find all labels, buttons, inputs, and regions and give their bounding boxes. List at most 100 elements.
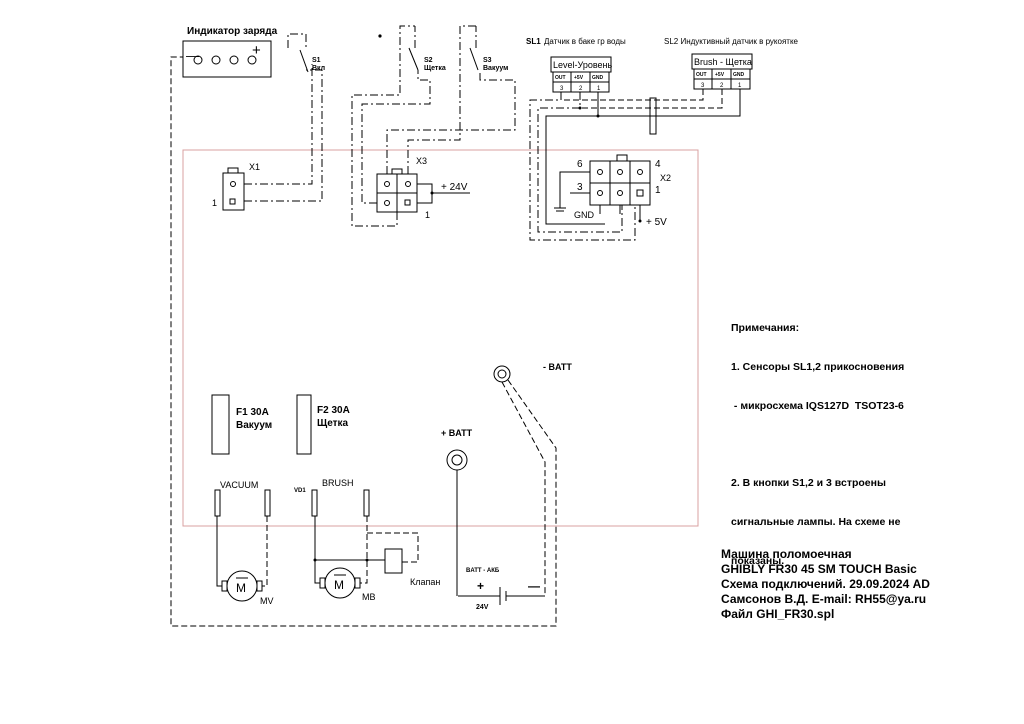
switch-contact-icon [299, 49, 309, 73]
valve-label: Клапан [410, 577, 440, 587]
pin-label: GND [592, 75, 604, 81]
wire [361, 70, 431, 204]
sensor-sl2-desc: SL2 Индуктивный датчик в рукоятке [664, 37, 799, 46]
gnd-label: GND [574, 210, 595, 220]
wire [314, 516, 320, 584]
fuse-f2-id: F2 30A [317, 405, 350, 416]
pin-label: OUT [555, 75, 566, 81]
connector-x1: X1 1 [212, 162, 260, 211]
motor-brush-symbol: M [334, 578, 344, 592]
connector-x2-pin4: 4 [655, 159, 661, 170]
connector-x2: 6 4 3 1 X2 GND + 5V [574, 154, 671, 228]
motor-brush-label: MB [362, 592, 376, 602]
battery-akb: BATT - АКБ + — 24V [458, 568, 545, 611]
pin-number: 3 [701, 83, 705, 89]
battery-akb-label: BATT - АКБ [466, 568, 500, 574]
plus5-label: + 5V [646, 217, 667, 228]
brush-sensor-title: Brush - Щетка [694, 57, 752, 67]
sensor-sl1-desc: Датчик в баке гр воды [544, 37, 626, 46]
notes-title: Примечания: [731, 322, 800, 334]
switch-contact-icon [469, 47, 479, 71]
note-line: сигнальные лампы. На схеме не [731, 516, 901, 528]
level-sensor-title: Level-Уровень [553, 60, 612, 70]
terminal-icon [363, 489, 370, 517]
led-icon [247, 55, 257, 65]
sensor-sl1-id: SL1 [526, 37, 541, 46]
charge-indicator-body [182, 40, 272, 78]
switch-s3-id: S3 [483, 57, 492, 64]
switch-s2-name: Щетка [424, 65, 446, 72]
pin-number: 1 [597, 86, 601, 92]
ground-icon [554, 171, 590, 212]
dot-mark [378, 34, 382, 38]
pin-number: 1 [738, 83, 742, 89]
sensor-harness-wires [529, 89, 741, 241]
title-line: Машина поломоечная [721, 547, 852, 561]
ferrite-ring-icon [649, 97, 657, 135]
led-icon [229, 55, 239, 65]
switch-s2: S2 Щетка [408, 26, 446, 72]
terminal-icon [264, 489, 271, 517]
wire [244, 69, 323, 202]
wire [170, 56, 557, 627]
valve-coil-icon [384, 548, 403, 574]
title-line: GHIBLY FR30 45 SM TOUCH Basic [721, 562, 917, 576]
connector-x2-pin1: 1 [655, 185, 661, 196]
title-line: Схема подключений. 29.09.2024 AD [721, 577, 930, 591]
connector-x3-label: X3 [416, 156, 427, 166]
brush-label: BRUSH [322, 478, 354, 488]
connector-x3: X3 1 + 24V [376, 156, 468, 220]
switch-s1-id: S1 [312, 57, 321, 64]
fuse-f1: F1 30A Вакуум [211, 394, 272, 455]
terminal-icon [311, 489, 318, 517]
wire [367, 532, 419, 563]
led-icon [211, 55, 221, 65]
battery-plus-label: + BATT [441, 428, 473, 438]
wire [262, 516, 268, 587]
battery-plus-terminal: + BATT [441, 428, 473, 471]
switch-s3-name: Вакуум [483, 65, 508, 72]
vd1-label: VD1 [294, 488, 306, 494]
terminal-icon [214, 489, 221, 517]
connector-x1-label: X1 [249, 162, 260, 172]
fuse-f1-name: Вакуум [236, 420, 272, 431]
motor-vacuum-symbol: M [236, 581, 246, 595]
battery-minus-terminal: - BATT [493, 362, 572, 383]
connector-x2-pin6: 6 [577, 159, 583, 170]
connector-x3-power: + 24V [441, 182, 468, 193]
valve: Клапан [384, 548, 440, 587]
title-block: Машина поломоечная GHIBLY FR30 45 SM TOU… [721, 547, 930, 622]
connector-x3-pin: 1 [425, 210, 430, 220]
charge-indicator: Индикатор заряда — + [182, 26, 278, 78]
title-line: Файл GHI_FR30.spl [721, 607, 835, 621]
battery-minus-label: - BATT [543, 362, 572, 372]
wire [417, 183, 433, 204]
pin-label: GND [733, 72, 745, 78]
pin-label: OUT [696, 72, 707, 78]
level-sensor: Level-Уровень OUT +5V GND 3 2 1 [550, 56, 612, 93]
switch-s2-id: S2 [424, 57, 433, 64]
fuse-f2: F2 30A Щетка [296, 394, 350, 455]
wire [407, 25, 476, 174]
wire [351, 25, 415, 227]
motor-vacuum: M MV [221, 570, 274, 606]
pin-number: 3 [560, 86, 564, 92]
brush-sensor: Brush - Щетка OUT +5V GND 3 2 1 [691, 53, 753, 90]
switch-s1: S1 Вкл [287, 33, 325, 73]
note-line: 2. В кнопки S1,2 и 3 встроены [731, 477, 886, 489]
wire [244, 64, 313, 185]
wire [216, 516, 222, 587]
connector-x2-label: X2 [660, 173, 671, 183]
pin-label: +5V [715, 72, 725, 78]
charge-indicator-label: Индикатор заряда [187, 26, 278, 37]
wire [360, 516, 368, 584]
title-line: Самсонов В.Д. E-mail: RH55@ya.ru [721, 592, 927, 606]
pin-number: 2 [579, 86, 583, 92]
notes-block: Примечания: 1. Сенсоры SL1,2 прикосновен… [731, 296, 904, 581]
fuse-f2-name: Щетка [317, 418, 349, 429]
charge-indicator-plus: + [252, 42, 261, 59]
pin-number: 2 [720, 83, 724, 89]
charge-indicator-minus: — [186, 48, 199, 63]
switch-contact-icon [408, 47, 419, 71]
